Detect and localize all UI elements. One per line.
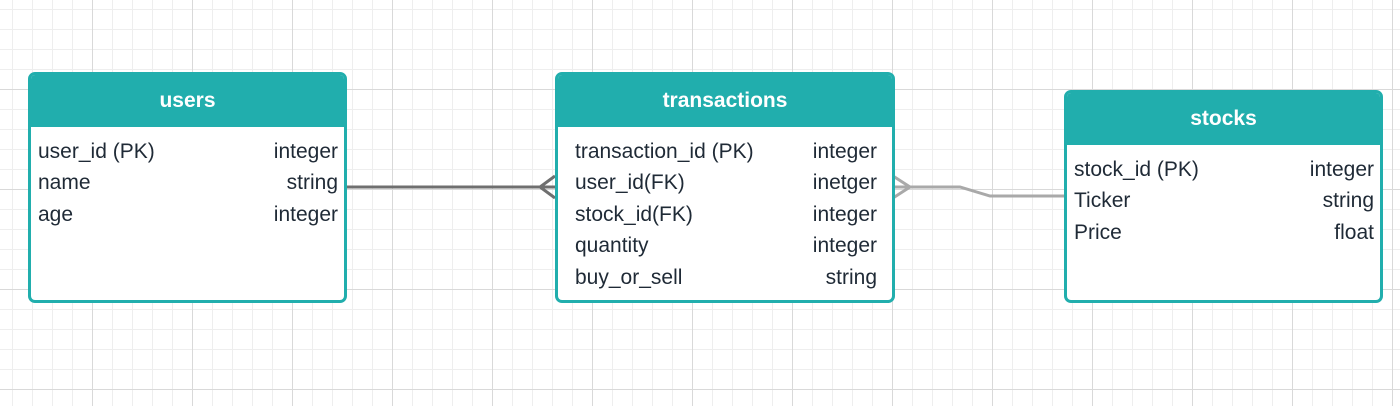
field-type: float (1334, 220, 1374, 244)
field-row[interactable]: user_id(FK) inetger (575, 168, 877, 200)
field-row[interactable]: name string (38, 168, 338, 200)
entity-title: stocks (1067, 93, 1380, 145)
relationship-transactions-stocks[interactable] (892, 174, 1066, 200)
field-name: Price (1074, 220, 1122, 244)
field-type: integer (812, 202, 877, 226)
field-name: name (38, 171, 91, 195)
relationship-users-transactions[interactable] (345, 174, 556, 200)
field-name: Ticker (1074, 189, 1131, 213)
field-row[interactable]: stock_id(FK) integer (575, 199, 877, 231)
field-row[interactable]: user_id (PK) integer (38, 136, 338, 168)
entity-users[interactable]: users user_id (PK) integer name string a… (28, 72, 347, 303)
field-type: string (825, 265, 877, 289)
crows-foot-many-icon (892, 174, 913, 200)
field-row[interactable]: stock_id (PK) integer (1074, 154, 1374, 186)
field-type: integer (273, 139, 338, 163)
entity-fields: user_id (PK) integer name string age int… (31, 127, 344, 231)
field-type: integer (1309, 157, 1374, 181)
field-row[interactable]: transaction_id (PK) integer (575, 136, 877, 168)
entity-fields: stock_id (PK) integer Ticker string Pric… (1067, 145, 1380, 249)
field-name: user_id(FK) (575, 171, 685, 195)
field-type: integer (812, 139, 877, 163)
field-name: buy_or_sell (575, 265, 683, 289)
entity-stocks[interactable]: stocks stock_id (PK) integer Ticker stri… (1064, 90, 1383, 303)
entity-transactions[interactable]: transactions transaction_id (PK) integer… (555, 72, 895, 303)
field-row[interactable]: Price float (1074, 217, 1374, 249)
field-type: integer (273, 202, 338, 226)
entity-title: users (31, 75, 344, 127)
field-type: inetger (812, 171, 877, 195)
field-name: quantity (575, 234, 649, 258)
crows-foot-many-icon (537, 174, 556, 200)
field-type: string (286, 171, 338, 195)
field-row[interactable]: age integer (38, 199, 338, 231)
connector-line (893, 185, 1066, 198)
field-name: transaction_id (PK) (575, 139, 754, 163)
field-row[interactable]: quantity integer (575, 231, 877, 263)
field-name: age (38, 202, 74, 226)
entity-fields: transaction_id (PK) integer user_id(FK) … (558, 127, 892, 294)
field-name: stock_id (PK) (1074, 157, 1199, 181)
field-name: user_id (PK) (38, 139, 155, 163)
field-row[interactable]: Ticker string (1074, 186, 1374, 218)
field-type: string (1322, 189, 1374, 213)
field-row[interactable]: buy_or_sell string (575, 262, 877, 294)
entity-title: transactions (558, 75, 892, 127)
field-type: integer (812, 234, 877, 258)
field-name: stock_id(FK) (575, 202, 693, 226)
